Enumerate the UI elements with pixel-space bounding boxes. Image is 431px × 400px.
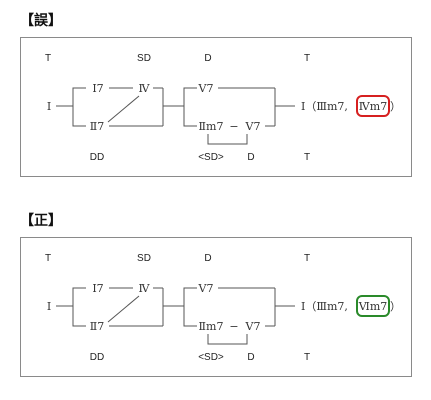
- chord-end-prefix: Ⅰ（Ⅲm7,: [301, 100, 348, 113]
- diagram-panel-wrong: T SD D T Ⅰ Ⅰ7 Ⅳ Ⅱ7 Ⅴ7 Ⅱm7 − Ⅴ7 Ⅰ（Ⅲm7, Ⅳm…: [20, 37, 412, 177]
- progression-diagram-wrong: T SD D T Ⅰ Ⅰ7 Ⅳ Ⅱ7 Ⅴ7 Ⅱm7 − Ⅴ7 Ⅰ（Ⅲm7, Ⅳm…: [45, 53, 401, 163]
- function-label-top-3: D: [204, 253, 211, 264]
- chord-end-highlight: Ⅵm7: [358, 300, 388, 313]
- function-label-top-4: T: [304, 53, 310, 64]
- bracket-mid-open: [183, 87, 197, 127]
- function-label-bottom-4: T: [304, 352, 310, 363]
- chord-start: Ⅰ: [47, 100, 51, 113]
- chord-lower-mid-b: Ⅴ7: [245, 120, 261, 133]
- chord-upper-left-b: Ⅳ: [139, 282, 151, 295]
- chord-upper-left-a: Ⅰ7: [92, 82, 103, 95]
- chord-upper-left-b: Ⅳ: [139, 82, 151, 95]
- diagram-panel-correct: T SD D T Ⅰ Ⅰ7 Ⅳ Ⅱ7 Ⅴ7 Ⅱm7 − Ⅴ7 Ⅰ（Ⅲm7, Ⅵm…: [20, 237, 412, 377]
- chord-start: Ⅰ: [47, 300, 51, 313]
- secondary-dominant-bracket: [207, 334, 248, 345]
- chord-end-highlight: Ⅳm7: [359, 100, 387, 113]
- chord-end-prefix: Ⅰ（Ⅲm7,: [301, 300, 348, 313]
- chord-lower-left: Ⅱ7: [90, 320, 104, 333]
- bracket-left-open: [72, 287, 86, 327]
- progression-diagram-correct: T SD D T Ⅰ Ⅰ7 Ⅳ Ⅱ7 Ⅴ7 Ⅱm7 − Ⅴ7 Ⅰ（Ⅲm7, Ⅵm…: [45, 253, 401, 363]
- chord-lower-mid-a: Ⅱm7: [199, 120, 224, 133]
- secondary-dominant-bracket: [207, 134, 248, 145]
- function-label-top-2: SD: [137, 253, 151, 264]
- function-label-top-1: T: [45, 53, 51, 64]
- function-label-top-1: T: [45, 253, 51, 264]
- bracket-mid-open: [183, 287, 197, 327]
- chord-end-suffix: ）: [390, 300, 401, 313]
- diagonal-link: [107, 95, 140, 123]
- chord-lower-mid-b: Ⅴ7: [245, 320, 261, 333]
- function-label-top-3: D: [204, 53, 211, 64]
- chord-upper-left-a: Ⅰ7: [92, 282, 103, 295]
- chord-lower-left: Ⅱ7: [90, 120, 104, 133]
- chord-lower-mid-a: Ⅱm7: [199, 320, 224, 333]
- function-label-bottom-4: T: [304, 152, 310, 163]
- chord-end-suffix: ）: [390, 100, 401, 113]
- diagonal-link: [107, 295, 140, 323]
- correct-highlight-box: [356, 295, 390, 317]
- function-label-bottom-2: <SD>: [198, 152, 224, 163]
- error-highlight-box: [356, 95, 390, 117]
- function-label-bottom-2: <SD>: [198, 352, 224, 363]
- chord-lower-mid-dash: −: [229, 320, 238, 333]
- chord-upper-mid: Ⅴ7: [198, 82, 214, 95]
- function-label-bottom-3: D: [247, 152, 254, 163]
- function-label-top-4: T: [304, 253, 310, 264]
- bracket-left-open: [72, 87, 86, 127]
- function-label-top-2: SD: [137, 53, 151, 64]
- function-label-bottom-3: D: [247, 352, 254, 363]
- function-label-bottom-1: DD: [90, 152, 104, 163]
- chord-upper-mid: Ⅴ7: [198, 282, 214, 295]
- heading-wrong: 【誤】: [20, 13, 62, 29]
- chord-lower-mid-dash: −: [229, 120, 238, 133]
- heading-correct: 【正】: [20, 213, 62, 229]
- function-label-bottom-1: DD: [90, 352, 104, 363]
